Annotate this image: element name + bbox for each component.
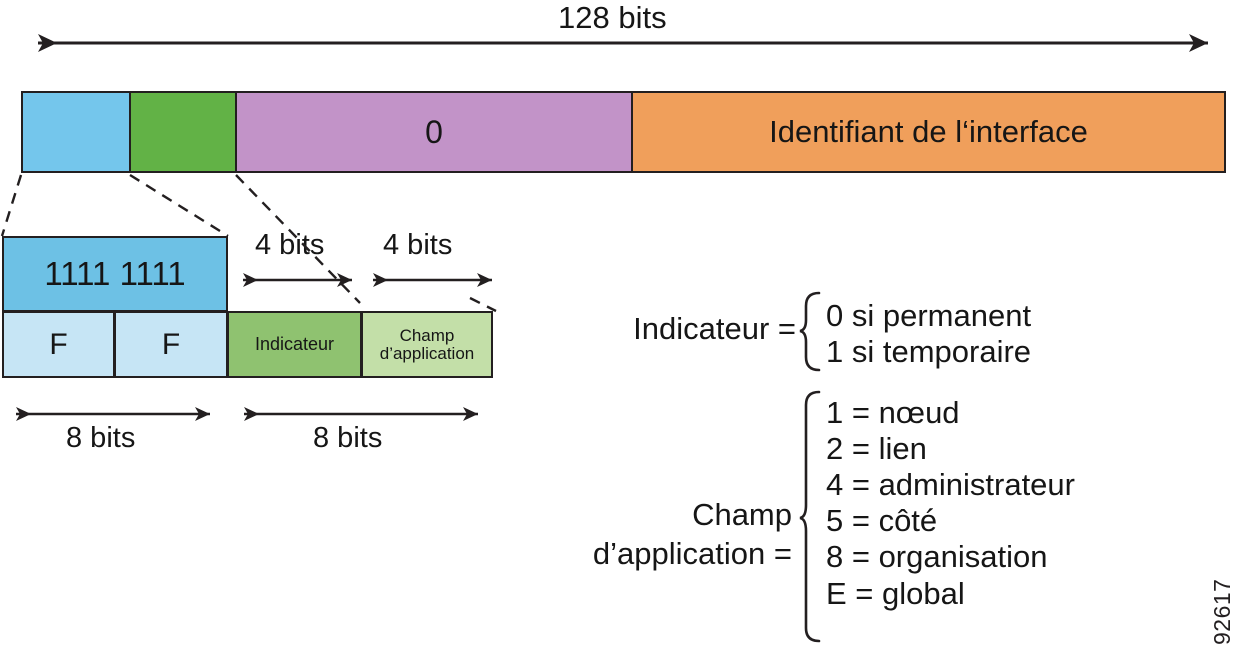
brace-scope bbox=[799, 390, 821, 643]
address-segment-prefix-ff bbox=[21, 91, 131, 173]
legend-scope-items: 1 = nœud 2 = lien 4 = administrateur 5 =… bbox=[826, 395, 1075, 612]
detail-binary-label: 1111 1111 bbox=[44, 254, 186, 292]
legend-indicator-items: 0 si permanent 1 si temporaire bbox=[826, 298, 1031, 370]
legend-scope-title-line2: d’application = bbox=[592, 536, 792, 571]
address-segment-zeros-label: 0 bbox=[425, 113, 443, 150]
measure-8bits-right: 8 bits bbox=[313, 422, 383, 454]
detail-hex-cell-2-label: F bbox=[161, 327, 181, 361]
leader-line-left bbox=[0, 174, 23, 237]
legend-indicator-item-0: 0 si permanent bbox=[826, 298, 1032, 333]
detail-indicator-cell: Indicateur bbox=[227, 311, 362, 378]
detail-hex-cell-2: F bbox=[114, 311, 228, 378]
detail-binary-box: 1111 1111 bbox=[2, 236, 228, 312]
detail-indicator-cell-label: Indicateur bbox=[254, 334, 335, 355]
legend-scope-item-1: 2 = lien bbox=[826, 431, 927, 467]
brace-indicator bbox=[799, 291, 821, 372]
legend-scope-title-line1: Champ bbox=[692, 497, 792, 532]
legend-scope-item-0: 1 = nœud bbox=[826, 395, 960, 430]
measure-4bits-left: 4 bits bbox=[255, 229, 325, 261]
leader-line-middle bbox=[129, 173, 229, 238]
leader-line-scope bbox=[469, 296, 497, 313]
detail-hex-cell-1-label: F bbox=[49, 327, 68, 361]
address-segment-interface-id: Identifiant de l‘interface bbox=[631, 91, 1226, 173]
measure-4bits-right: 4 bits bbox=[383, 229, 453, 261]
legend-indicator-item-1: 1 si temporaire bbox=[826, 334, 1032, 370]
legend-scope-item-2: 4 = administrateur bbox=[826, 467, 1075, 503]
measure-8bits-left: 8 bits bbox=[66, 422, 136, 454]
address-segment-interface-id-label: Identifiant de l‘interface bbox=[769, 114, 1088, 149]
legend-indicator-title: Indicateur = bbox=[633, 311, 796, 346]
legend-scope-item-3: 5 = côté bbox=[826, 503, 938, 539]
legend-scope-item-5: E = global bbox=[826, 575, 965, 611]
detail-hex-cell-1: F bbox=[2, 311, 115, 378]
address-segment-flags-scope bbox=[129, 91, 237, 173]
top-measure-label: 128 bits bbox=[558, 0, 667, 35]
figure-number: 92617 bbox=[1209, 578, 1235, 645]
legend-scope-item-4: 8 = organisation bbox=[826, 539, 1048, 575]
address-segment-zeros: 0 bbox=[235, 91, 633, 173]
